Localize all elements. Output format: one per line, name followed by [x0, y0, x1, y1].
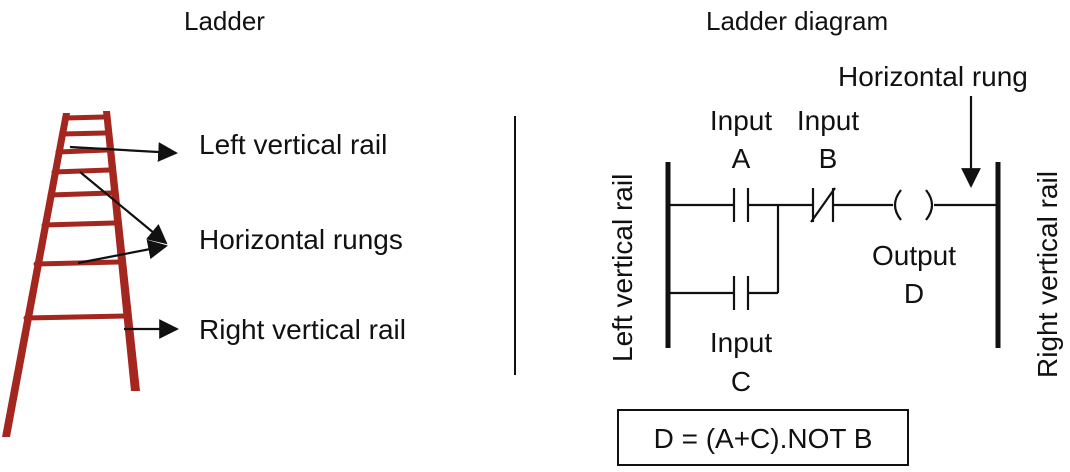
ladder-image: [2, 111, 140, 437]
arrow-rungs-upper: [79, 171, 168, 245]
contact-c: [732, 276, 750, 310]
label-horizontal-rung: Horizontal rung: [838, 61, 1028, 92]
label-diagram-left-rail: Left vertical rail: [607, 174, 638, 362]
label-input-b-2: B: [819, 143, 838, 174]
label-diagram-right-rail: Right vertical rail: [1032, 171, 1063, 378]
label-left-vertical-rail: Left vertical rail: [199, 129, 387, 160]
arrow-left-rail: [69, 142, 178, 162]
label-output-d-1: Output: [872, 240, 956, 271]
ladder-rungs: [23, 114, 129, 321]
label-input-c-1: Input: [710, 327, 772, 358]
label-output-d-2: D: [904, 278, 924, 309]
equation-text: D = (A+C).NOT B: [654, 423, 873, 454]
output-coil-d: [893, 189, 934, 221]
arrow-rungs-lower: [77, 239, 168, 265]
label-right-vertical-rail: Right vertical rail: [199, 314, 406, 345]
label-input-b-1: Input: [797, 105, 859, 136]
ladder-right-rail: [103, 111, 140, 391]
left-panel-title: Ladder: [184, 6, 265, 36]
right-panel-title: Ladder diagram: [706, 6, 888, 36]
label-input-c-2: C: [731, 366, 751, 397]
label-input-a-2: A: [732, 143, 751, 174]
label-horizontal-rungs: Horizontal rungs: [199, 224, 403, 255]
label-input-a-1: Input: [710, 105, 772, 136]
contact-b: [810, 187, 836, 223]
contact-a: [732, 188, 750, 222]
equation-box: [617, 409, 909, 466]
ladder-left-rail: [2, 113, 70, 437]
